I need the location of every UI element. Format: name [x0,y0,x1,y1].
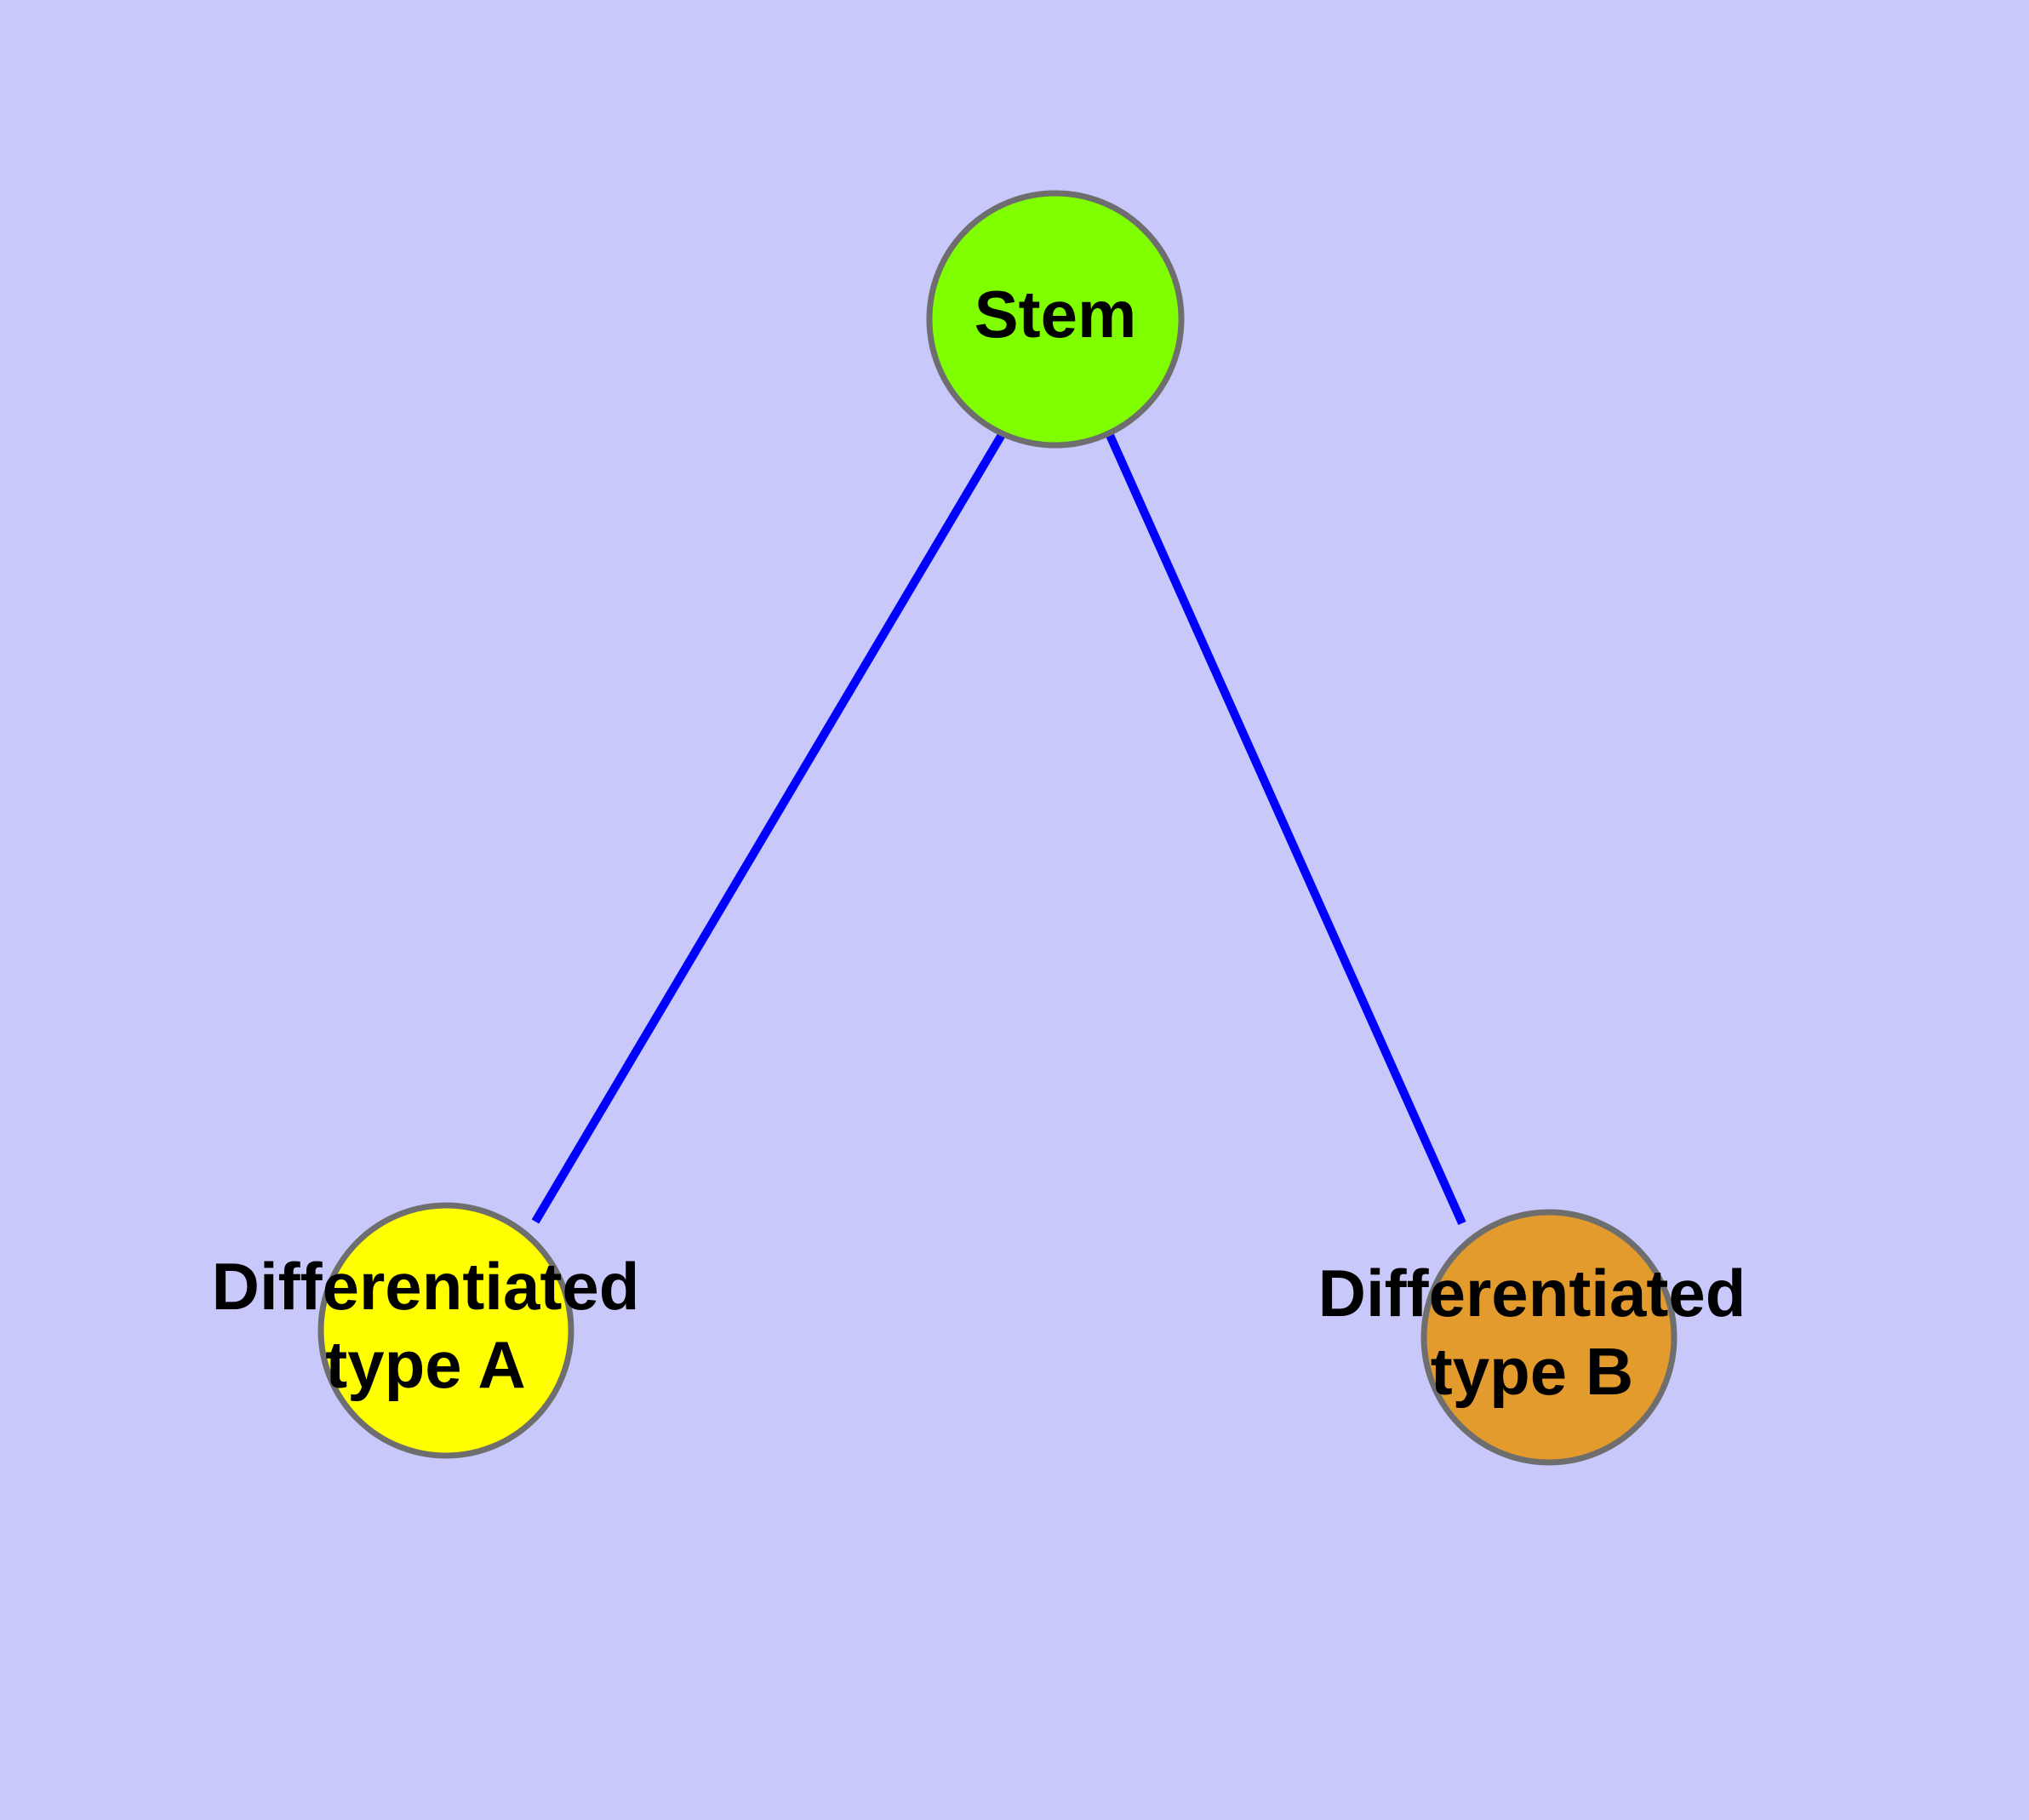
node-layer [317,190,1677,1466]
graph-node-diff_a[interactable] [317,1202,574,1459]
graph-edge-stem-to-diff_b[interactable] [1105,431,1466,1226]
label-line: Stem [974,277,1137,352]
label-line: Differentiated [212,1249,640,1324]
label-line: type A [325,1327,526,1402]
label-line: Differentiated [1318,1256,1746,1331]
graph-node-diff_b[interactable] [1420,1209,1677,1466]
edge-layer [531,431,1466,1226]
graph-edge-stem-to-diff_a[interactable] [531,431,1007,1224]
graph-node-stem[interactable] [926,190,1185,449]
label-line: type B [1431,1334,1633,1409]
graph-node-label-stem: Stem [974,277,1137,352]
